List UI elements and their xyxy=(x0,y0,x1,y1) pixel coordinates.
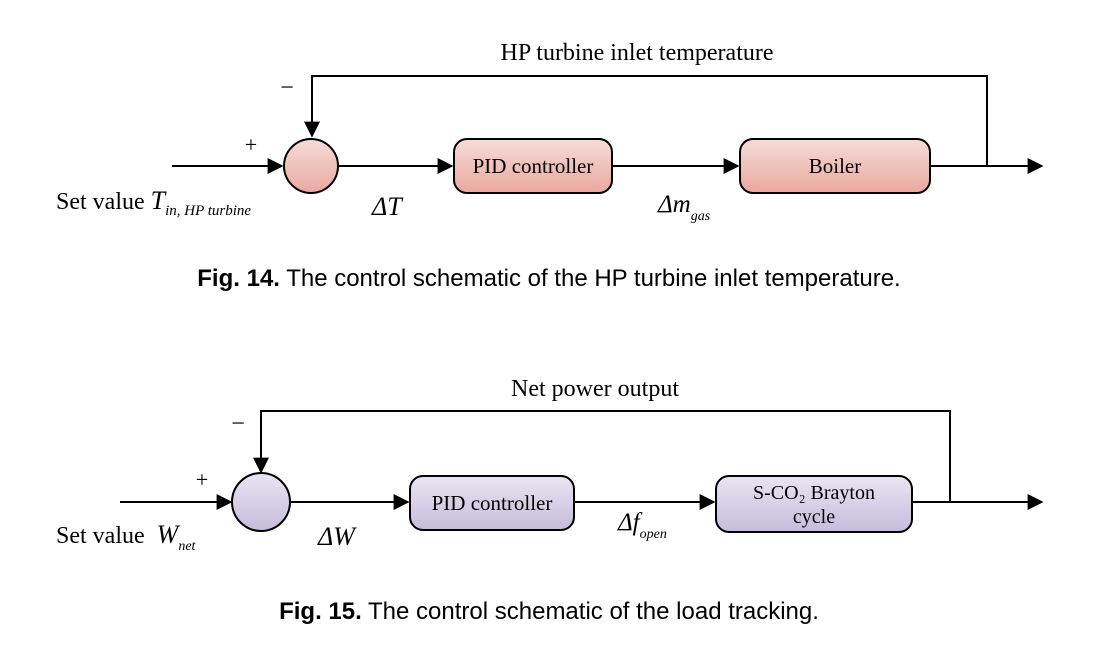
fig14-pid-label: PID controller xyxy=(473,154,594,178)
fig14-setvalue-sub: in, HP turbine xyxy=(165,203,251,219)
fig14-setvalue-label: Set value Tin, HP turbine xyxy=(56,186,251,219)
fig15-caption-text: The control schematic of the load tracki… xyxy=(362,598,819,625)
fig15-setvalue-text: Set value xyxy=(56,523,151,549)
figure-14: HP turbine inlet temperature − + PID con… xyxy=(56,40,1044,292)
fig15-caption: Fig. 15. The control schematic of the lo… xyxy=(279,598,819,625)
fig14-delta-label: ΔT xyxy=(371,192,403,221)
fig14-summing-junction xyxy=(283,138,339,194)
fig14-delta-text: ΔT xyxy=(371,192,403,221)
fig14-control-signal-sub: gas xyxy=(691,209,711,224)
fig14-control-signal-text: Δm xyxy=(657,191,691,218)
fig15-setvalue-sub: net xyxy=(178,539,196,554)
fig15-feedback-line xyxy=(253,410,951,502)
fig15-pid-label: PID controller xyxy=(432,491,553,515)
fig15-setvalue-label: Set value Wnet xyxy=(56,520,197,554)
fig15-brayton-label-line1: S-CO₂ Brayton xyxy=(753,482,875,504)
fig15-summing-junction xyxy=(231,472,291,532)
fig15-minus-sign: − xyxy=(231,411,245,437)
fig15-delta-text: ΔW xyxy=(317,522,357,551)
fig14-setvalue-text: Set value xyxy=(56,189,151,215)
fig15-setvalue-var: W xyxy=(157,520,181,549)
fig14-plus-sign: + xyxy=(245,132,257,157)
fig15-brayton-block xyxy=(715,475,913,533)
fig14-caption: Fig. 14. The control schematic of the HP… xyxy=(197,265,900,292)
fig15-control-signal-label: Δfopen xyxy=(617,509,667,542)
fig14-control-signal-label: Δmgas xyxy=(657,191,711,224)
fig14-setvalue-var: T xyxy=(151,186,167,215)
figure-15: Net power output − + PID controller S-CO… xyxy=(56,376,1044,625)
fig15-control-signal-text: Δf xyxy=(617,509,643,536)
fig15-brayton-label-line2: cycle xyxy=(793,506,835,528)
fig15-delta-label: ΔW xyxy=(317,522,357,551)
fig15-control-signal-sub: open xyxy=(640,527,667,542)
fig14-feedback-label: HP turbine inlet temperature xyxy=(500,40,773,66)
fig14-feedback-line xyxy=(304,75,988,166)
fig14-minus-sign: − xyxy=(280,75,294,101)
fig14-caption-text: The control schematic of the HP turbine … xyxy=(280,265,901,292)
fig15-caption-num: Fig. 15. xyxy=(279,598,362,625)
fig15-plus-sign: + xyxy=(196,467,208,492)
fig15-feedback-label: Net power output xyxy=(511,376,679,402)
fig14-boiler-label: Boiler xyxy=(809,154,862,178)
fig14-caption-num: Fig. 14. xyxy=(197,265,280,292)
